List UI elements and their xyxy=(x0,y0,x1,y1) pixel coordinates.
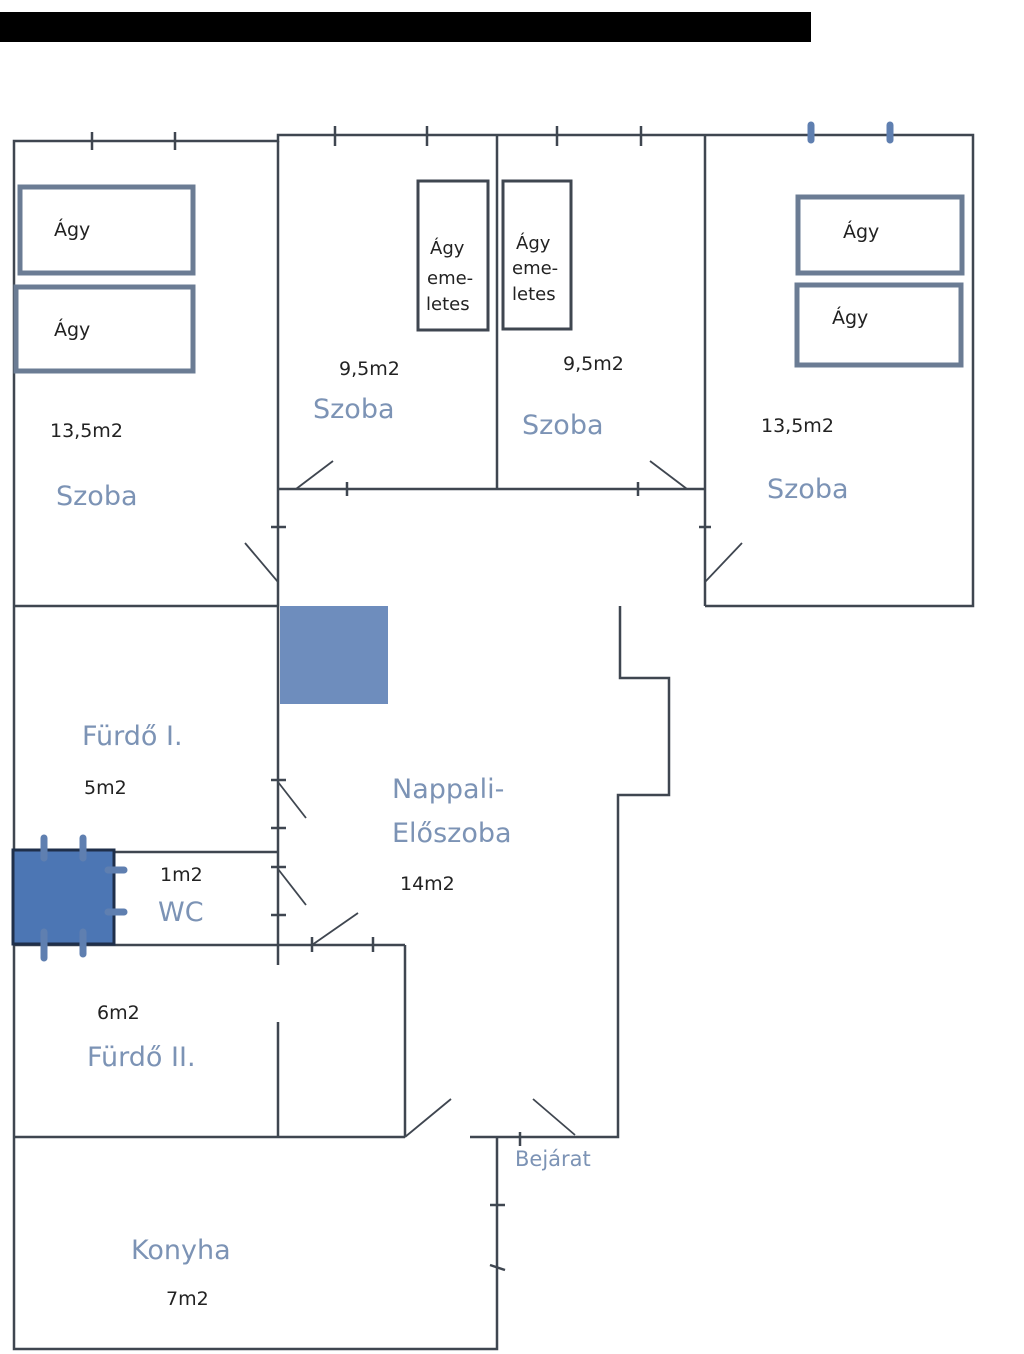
bedroom4-name: Szoba xyxy=(767,474,849,505)
living-area: 14m2 xyxy=(400,873,455,895)
bunk-label-line3: letes xyxy=(512,284,556,305)
bunk-label-line2: eme- xyxy=(512,258,558,279)
kitchen-area: 7m2 xyxy=(166,1288,209,1310)
bedroom3-name: Szoba xyxy=(522,410,604,441)
wc-name: WC xyxy=(158,897,204,928)
bathroom1-name: Fürdő I. xyxy=(82,721,183,752)
bedroom2-name: Szoba xyxy=(313,394,395,425)
bed-bedroom1-bottom: Ágy xyxy=(13,284,196,374)
bedroom4-area: 13,5m2 xyxy=(761,415,834,437)
redaction-bar xyxy=(0,12,811,42)
bed-bedroom4-bottom: Ágy xyxy=(794,282,964,368)
outer-walls xyxy=(12,133,975,1351)
door-swings xyxy=(244,460,743,1138)
bunk-label-line1: Ágy xyxy=(430,237,465,259)
bed-label: Ágy xyxy=(843,220,879,243)
bunk-bed-bedroom2: Ágy eme- letes xyxy=(416,179,490,332)
kitchen-name: Konyha xyxy=(131,1235,231,1266)
bunk-label-line3: letes xyxy=(426,294,470,315)
bunk-label-line1: Ágy xyxy=(516,232,551,254)
wc-fixture-block xyxy=(11,848,116,946)
bed-bedroom4-top: Ágy xyxy=(795,194,965,276)
bedroom1-name: Szoba xyxy=(56,481,138,512)
bathroom2-area: 6m2 xyxy=(97,1002,140,1024)
wc-area: 1m2 xyxy=(160,864,203,886)
wc-fixture-ticks xyxy=(40,834,128,962)
bunk-bed-bedroom3: Ágy eme- letes xyxy=(501,179,573,331)
bunk-label-line2: eme- xyxy=(427,268,473,289)
entrance-label: Bejárat xyxy=(515,1147,591,1171)
living-name-line1: Nappali- xyxy=(392,774,504,805)
wall-ticks xyxy=(90,121,894,1272)
bathroom2-name: Fürdő II. xyxy=(87,1042,196,1073)
bedroom1-area: 13,5m2 xyxy=(50,420,123,442)
bed-label: Ágy xyxy=(54,218,90,241)
bedroom2-area: 9,5m2 xyxy=(339,358,400,380)
chimney-block xyxy=(280,606,388,704)
bed-bedroom1-top: Ágy xyxy=(17,184,196,276)
bedroom3-area: 9,5m2 xyxy=(563,353,624,375)
bathroom1-area: 5m2 xyxy=(84,777,127,799)
bed-label: Ágy xyxy=(832,306,868,329)
bed-label: Ágy xyxy=(54,318,90,341)
living-name-line2: Előszoba xyxy=(392,818,512,849)
